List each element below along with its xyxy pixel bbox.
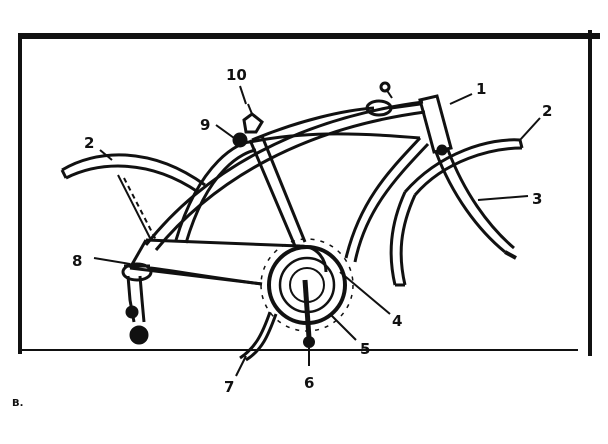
rear-dropout: [121, 262, 263, 345]
front-fork: [434, 149, 517, 260]
kickstand: [239, 311, 278, 362]
callout-numbers: 1 2 2 3 4 5 6 7 8 9 10: [72, 66, 552, 396]
front-fender: [389, 138, 524, 287]
callout-4: 4: [392, 312, 402, 330]
callout-6: 6: [304, 374, 314, 392]
top-tube: [144, 100, 426, 251]
callout-3: 3: [532, 190, 542, 208]
callout-10: 10: [226, 66, 247, 84]
seat-tube: [248, 135, 307, 247]
rear-fender: [60, 153, 206, 241]
callout-2-front-fender: 2: [542, 102, 552, 120]
callout-1: 1: [476, 80, 486, 98]
callout-9: 9: [200, 116, 210, 134]
border-frame: [18, 30, 600, 356]
crank-sprocket: [260, 238, 354, 348]
seat-clamp: [232, 103, 264, 148]
figure-caption: B.: [12, 398, 24, 409]
tank-bar: [251, 81, 421, 142]
callout-8: 8: [72, 252, 82, 270]
callout-5: 5: [360, 340, 370, 358]
head-tube: [418, 94, 453, 156]
callout-7: 7: [224, 378, 234, 396]
callout-2-rear-fender: 2: [84, 134, 94, 152]
leader-lines: [93, 85, 541, 377]
